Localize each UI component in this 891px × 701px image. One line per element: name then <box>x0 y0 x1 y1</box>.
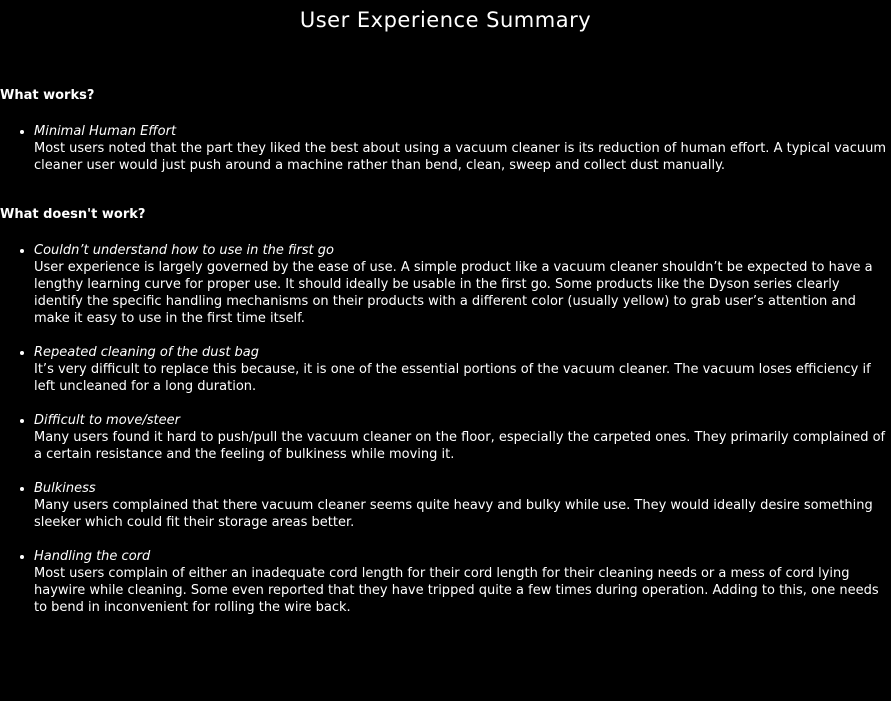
list-item: Bulkiness Many users complained that the… <box>34 480 891 531</box>
section-heading-what-doesnt-work: What doesn't work? <box>0 207 146 222</box>
list-item: Minimal Human Effort Most users noted th… <box>34 123 891 174</box>
list-item: Couldn’t understand how to use in the fi… <box>34 242 891 327</box>
item-title: Handling the cord <box>34 549 151 564</box>
item-body: It’s very difficult to replace this beca… <box>34 362 871 394</box>
what-doesnt-work-list: Couldn’t understand how to use in the fi… <box>0 242 891 616</box>
item-title: Minimal Human Effort <box>34 124 177 139</box>
item-title: Difficult to move/steer <box>34 413 180 428</box>
item-title: Repeated cleaning of the dust bag <box>34 345 260 360</box>
item-body: Many users found it hard to push/pull th… <box>34 430 886 462</box>
what-works-list: Minimal Human Effort Most users noted th… <box>0 123 891 174</box>
item-body: Many users complained that there vacuum … <box>34 498 873 530</box>
list-item: Handling the cord Most users complain of… <box>34 548 891 616</box>
list-item: Repeated cleaning of the dust bag It’s v… <box>34 344 891 395</box>
item-title: Bulkiness <box>34 481 96 496</box>
item-title: Couldn’t understand how to use in the fi… <box>34 243 334 258</box>
item-body: Most users noted that the part they like… <box>34 141 887 173</box>
item-body: Most users complain of either an inadequ… <box>34 566 879 615</box>
item-body: User experience is largely governed by t… <box>34 260 873 326</box>
section-heading-what-works: What works? <box>0 88 95 103</box>
page-title: User Experience Summary <box>299 8 592 32</box>
list-item: Difficult to move/steer Many users found… <box>34 412 891 463</box>
